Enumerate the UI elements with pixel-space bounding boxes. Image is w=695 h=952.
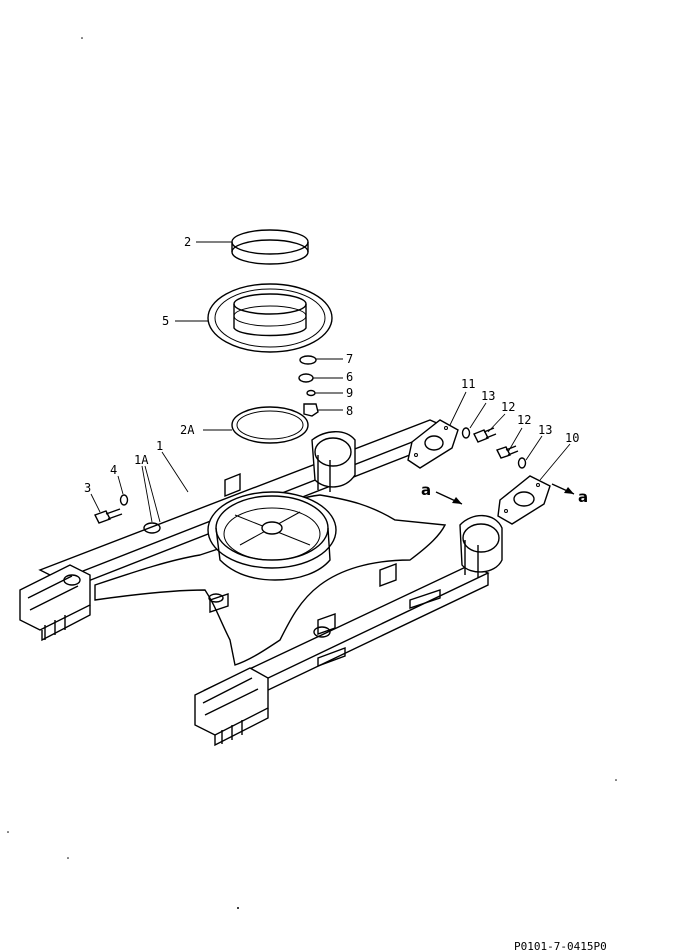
view-arrow-left	[435, 491, 463, 505]
callout-1a: 1A	[134, 453, 149, 467]
bolt-part-12-upper	[473, 427, 497, 443]
callout-13-lower: 13	[538, 423, 552, 437]
washer-part-4	[119, 494, 129, 506]
callout-11: 11	[461, 377, 475, 391]
washer-part-13-lower	[517, 457, 527, 469]
callout-1: 1	[156, 439, 163, 453]
callout-4: 4	[110, 463, 117, 477]
bolt-part-12-lower	[496, 445, 519, 459]
callout-12-upper: 12	[501, 400, 515, 414]
view-arrow-right	[551, 483, 575, 495]
small-hardware-stack	[298, 355, 319, 417]
washer-part-13-upper	[461, 427, 471, 439]
leader-lines	[90, 241, 571, 523]
callout-2: 2	[184, 235, 191, 249]
cover-plate-part-5	[207, 283, 333, 353]
plate-part-11	[407, 419, 459, 469]
view-label-a-left: a	[421, 481, 431, 499]
bolt-part-3	[94, 508, 123, 524]
callout-7: 7	[346, 352, 353, 366]
callout-5: 5	[162, 314, 169, 328]
view-label-a-right: a	[578, 488, 588, 506]
ring-part-2a	[231, 406, 309, 444]
callout-9: 9	[346, 386, 353, 400]
callout-8: 8	[346, 404, 353, 418]
reference-code: P0101-7-0415P0	[514, 940, 607, 952]
callout-10: 10	[565, 431, 579, 445]
callout-3: 3	[84, 481, 91, 495]
callout-6: 6	[346, 370, 353, 384]
ring-part-2	[231, 229, 309, 265]
callout-13-upper: 13	[481, 389, 495, 403]
callout-12-lower: 12	[517, 413, 531, 427]
track-frame	[19, 419, 503, 747]
plate-part-10	[497, 475, 551, 525]
callout-2a: 2A	[180, 423, 195, 437]
